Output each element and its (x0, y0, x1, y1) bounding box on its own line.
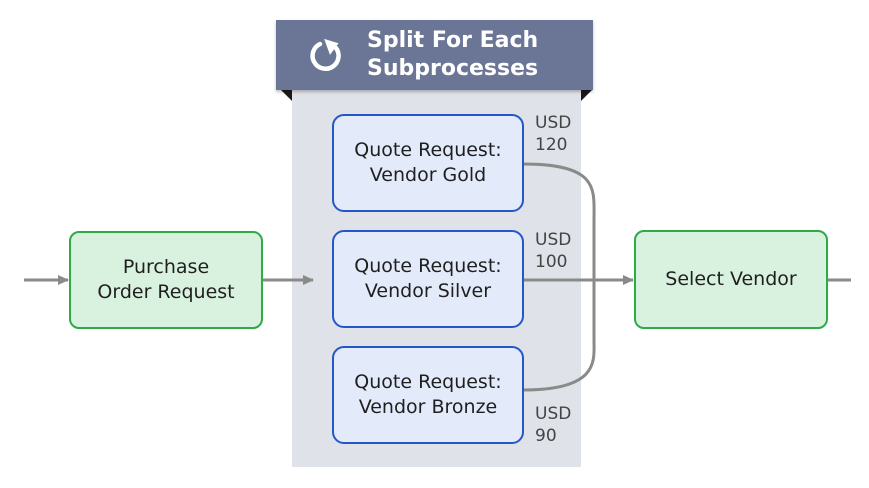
banner-title-line2: Subprocesses (367, 56, 539, 81)
silver-cost-label: USD 100 (535, 229, 571, 273)
bronze-merge-connector (522, 280, 596, 392)
banner-fold-right (581, 90, 592, 101)
quote-request-bronze-task[interactable]: Quote Request: Vendor Bronze (332, 346, 524, 444)
loop-arrow-icon (310, 38, 341, 71)
gold-line2: Vendor Gold (369, 164, 487, 186)
banner-title: Split For Each Subprocesses (367, 27, 587, 83)
silver-cost-currency: USD (535, 230, 572, 250)
purchase-line1: Purchase (122, 256, 210, 278)
bronze-line2: Vendor Bronze (358, 396, 498, 418)
bronze-cost-currency: USD (535, 404, 572, 424)
banner-title-line1: Split For Each (367, 28, 539, 53)
gold-cost-label: USD 120 (535, 112, 571, 156)
select-label: Select Vendor (665, 268, 797, 290)
banner-fold-left (281, 90, 292, 101)
gold-cost-amount: 120 (535, 135, 568, 155)
gold-line1: Quote Request: (354, 139, 502, 161)
purchase-order-request-task[interactable]: Purchase Order Request (69, 231, 263, 329)
gold-cost-currency: USD (535, 113, 572, 133)
bronze-cost-amount: 90 (535, 426, 557, 446)
silver-cost-amount: 100 (535, 252, 568, 272)
purchase-line2: Order Request (97, 281, 235, 303)
bronze-line1: Quote Request: (354, 371, 502, 393)
bronze-cost-label: USD 90 (535, 403, 571, 447)
silver-line2: Vendor Silver (364, 280, 492, 302)
gold-merge-connector (522, 162, 596, 280)
silver-line1: Quote Request: (354, 255, 502, 277)
split-banner: Split For Each Subprocesses (276, 20, 593, 90)
quote-request-gold-task[interactable]: Quote Request: Vendor Gold (332, 114, 524, 212)
select-vendor-task[interactable]: Select Vendor (634, 230, 828, 329)
quote-request-silver-task[interactable]: Quote Request: Vendor Silver (332, 230, 524, 328)
